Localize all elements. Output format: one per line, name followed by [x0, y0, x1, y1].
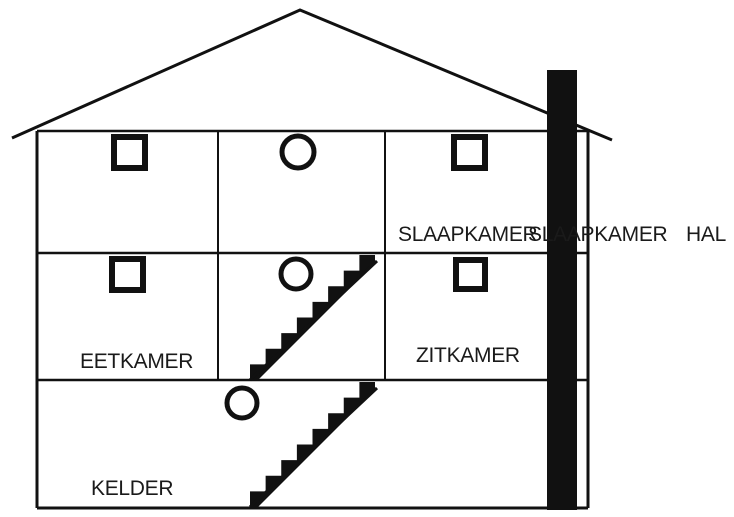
circle-detector-icon [224, 385, 260, 421]
label-zitkamer: ZITKAMER [416, 344, 520, 367]
square-detector-icon [451, 134, 488, 171]
staircase-lower [248, 382, 379, 509]
label-hal: HAL [686, 223, 726, 246]
label-slaapkamer-a: SLAAPKAMER [398, 223, 538, 246]
stair-stringer [248, 386, 379, 509]
staircase-upper [248, 255, 379, 382]
square-detector-icon [111, 134, 148, 171]
circle-detector-icon [279, 133, 317, 171]
stair-stringer [248, 259, 379, 382]
circle-detector-icon [278, 256, 314, 292]
label-slaapkamer-b: SLAAPKAMER [528, 223, 668, 246]
square-detector-icon [109, 256, 146, 293]
label-eetkamer: EETKAMER [80, 350, 193, 373]
square-detector-icon [453, 257, 488, 292]
roof-outline [11, 8, 613, 142]
chimney [547, 70, 577, 510]
label-kelder: KELDER [91, 477, 173, 500]
